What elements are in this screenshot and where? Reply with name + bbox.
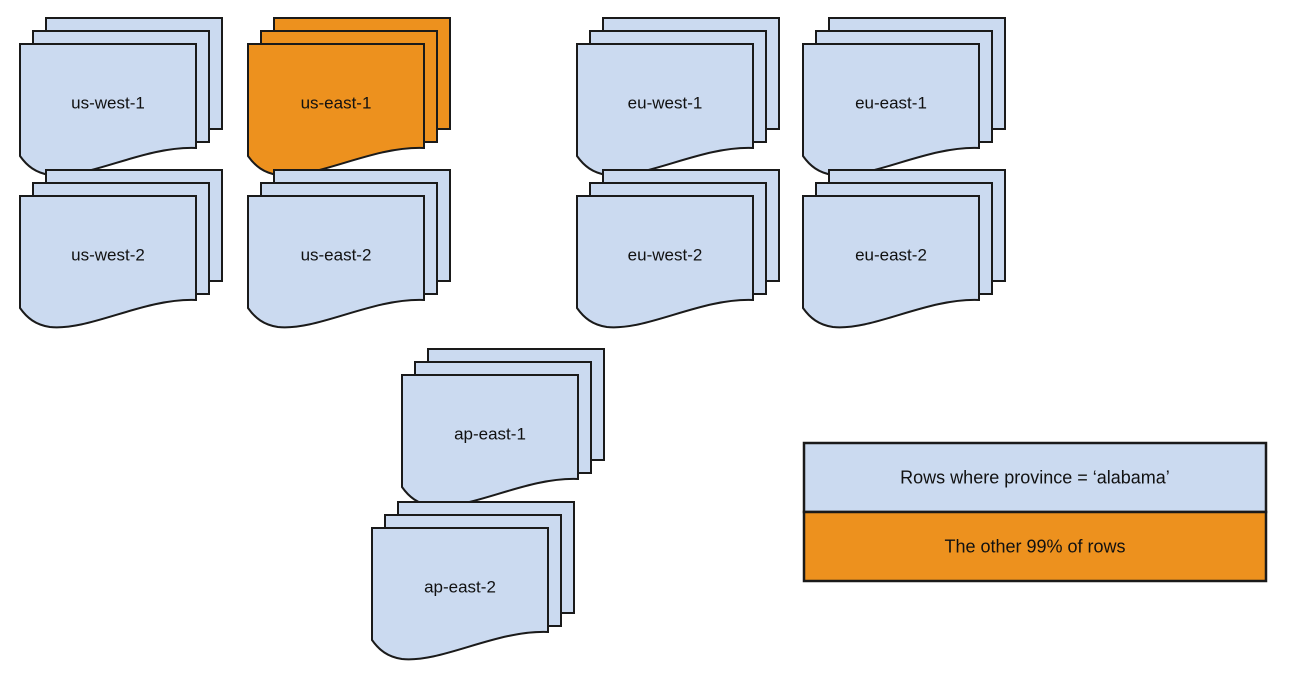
legend: Rows where province = ‘alabama’ The other…: [802, 441, 1268, 583]
legend-swatch-legend-alabama: [802, 441, 1268, 514]
document-stack-ap-east-1[interactable]: ap-east-1: [401, 348, 605, 508]
document-stack-label: eu-east-2: [855, 245, 927, 264]
document-stack-label: us-east-2: [301, 245, 372, 264]
document-stack-label: ap-east-2: [424, 577, 496, 596]
document-stack-label: ap-east-1: [454, 424, 526, 443]
document-stack-ap-east-2[interactable]: ap-east-2: [371, 501, 575, 661]
legend-swatch-legend-other: [802, 510, 1268, 583]
document-stack-eu-east-2[interactable]: eu-east-2: [802, 169, 1006, 329]
document-stack-eu-east-1[interactable]: eu-east-1: [802, 17, 1006, 177]
document-sheet-front: [576, 195, 754, 329]
document-stack-label: us-west-2: [71, 245, 145, 264]
document-stack-us-east-2[interactable]: us-east-2: [247, 169, 451, 329]
document-stack-eu-west-2[interactable]: eu-west-2: [576, 169, 780, 329]
document-stack-eu-west-1[interactable]: eu-west-1: [576, 17, 780, 177]
document-stack-us-west-2[interactable]: us-west-2: [19, 169, 223, 329]
document-stack-label: us-west-1: [71, 93, 145, 112]
document-stack-label: us-east-1: [301, 93, 372, 112]
document-stack-us-west-1[interactable]: us-west-1: [19, 17, 223, 177]
document-sheet-front: [371, 527, 549, 661]
document-stack-us-east-1[interactable]: us-east-1: [247, 17, 451, 177]
document-sheet-front: [19, 195, 197, 329]
document-sheet-front: [247, 195, 425, 329]
document-stack-label: eu-east-1: [855, 93, 927, 112]
legend-label-legend-other: The other 99% of rows: [944, 536, 1125, 556]
document-stack-label: eu-west-1: [628, 93, 703, 112]
document-stacks-layer: us-west-1 us-east-1 eu-west-1 eu-east-1 us-w…: [19, 17, 1006, 661]
document-stack-label: eu-west-2: [628, 245, 703, 264]
legend-label-legend-alabama: Rows where province = ‘alabama’: [900, 467, 1170, 487]
document-sheet-front: [802, 195, 980, 329]
